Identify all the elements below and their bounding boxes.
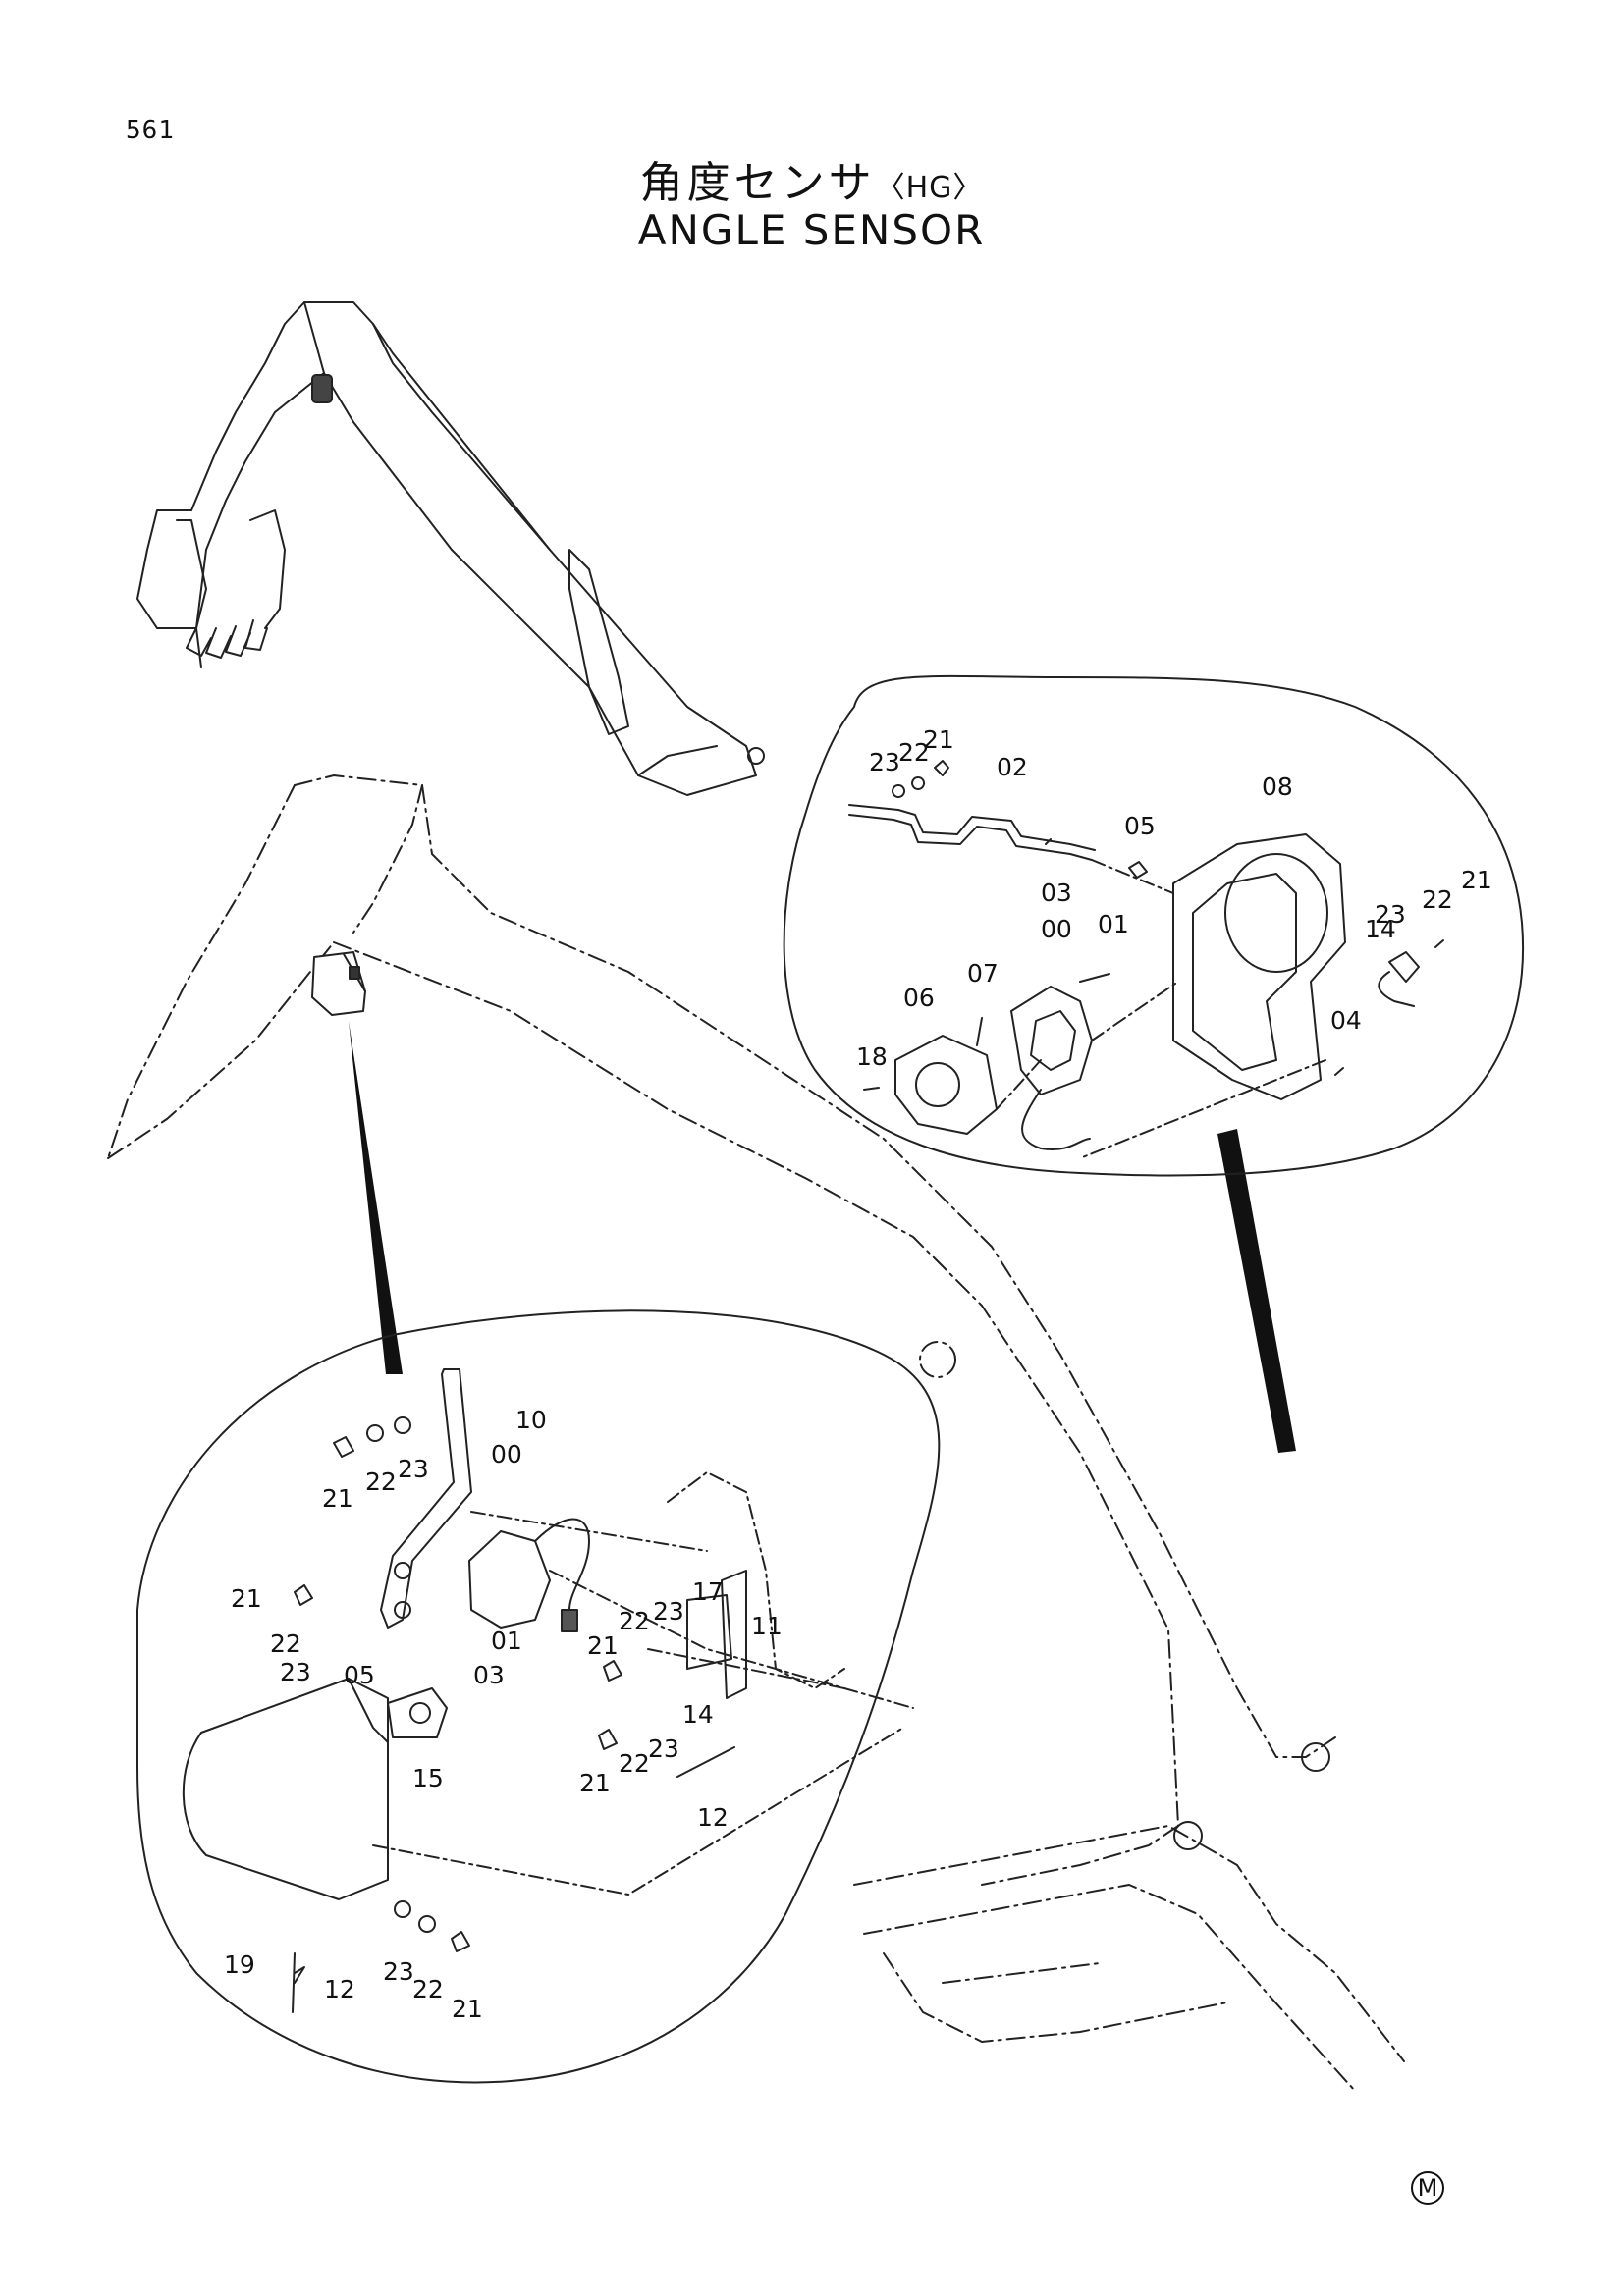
manufacturer-mark: M: [1411, 2171, 1444, 2205]
lower-callout-21: 21: [322, 1484, 353, 1513]
title-variant: 〈HG〉: [875, 171, 984, 205]
lower-callout-23: 23: [648, 1735, 679, 1763]
lower-callout-23: 23: [280, 1658, 311, 1686]
upper-callout-00: 00: [1041, 915, 1072, 943]
lower-callout-22: 22: [270, 1629, 301, 1658]
upper-callout-21: 21: [1461, 866, 1492, 894]
lower-callout-01: 01: [491, 1627, 522, 1655]
lower-callout-23: 23: [383, 1957, 414, 1986]
upper-callout-04: 04: [1330, 1006, 1362, 1035]
upper-callout-14: 14: [1365, 915, 1396, 943]
lower-callout-12: 12: [697, 1803, 729, 1832]
upper-callout-18: 18: [856, 1042, 888, 1071]
lower-callout-22: 22: [619, 1749, 650, 1778]
lower-callout-05: 05: [344, 1661, 375, 1689]
upper-callout-06: 06: [903, 984, 935, 1012]
upper-callout-01: 01: [1098, 910, 1129, 938]
sensor-housing-marker: [311, 951, 366, 1016]
lower-callout-03: 03: [473, 1661, 505, 1689]
upper-callout-22: 22: [1422, 885, 1453, 914]
lower-callout-00: 00: [491, 1440, 522, 1468]
title-jp-text: 角度センサ: [639, 158, 876, 208]
upper-callout-07: 07: [967, 959, 999, 988]
lower-callout-21: 21: [452, 1995, 483, 2023]
lower-callout-21: 21: [579, 1769, 611, 1797]
upper-callout-21: 21: [923, 725, 954, 754]
lower-callout-22: 22: [365, 1468, 397, 1496]
upper-callout-05: 05: [1124, 812, 1156, 840]
lower-callout-21: 21: [231, 1584, 262, 1613]
lower-callout-21: 21: [587, 1631, 619, 1660]
upper-callout-03: 03: [1041, 879, 1072, 907]
lower-callout-22: 22: [619, 1607, 650, 1635]
title-english: ANGLE SENSOR: [637, 206, 986, 254]
boom-large: [107, 774, 1405, 2092]
title-japanese: 角度センサ〈HG〉: [0, 147, 1623, 210]
upper-callout-23: 23: [869, 748, 900, 776]
lower-callout-15: 15: [412, 1764, 444, 1792]
upper-callout-23: 23: [1375, 900, 1406, 929]
upper-callout-02: 02: [997, 753, 1028, 781]
page-number: 561: [126, 116, 175, 145]
upper-callout-08: 08: [1262, 773, 1293, 801]
lower-detail-circle: [136, 1309, 941, 2084]
lower-callout-23: 23: [653, 1597, 684, 1626]
excavator-overview: [136, 301, 765, 796]
lower-callout-12: 12: [324, 1975, 355, 2003]
lower-callout-14: 14: [682, 1700, 714, 1729]
upper-detail-circle: [783, 674, 1525, 1177]
lower-callout-10: 10: [515, 1406, 547, 1434]
upper-callout-22: 22: [898, 738, 930, 767]
lower-callout-17: 17: [692, 1577, 724, 1606]
lower-callout-22: 22: [412, 1975, 444, 2003]
lower-callout-19: 19: [224, 1950, 255, 1979]
lower-callout-11: 11: [751, 1612, 783, 1640]
lower-callout-23: 23: [398, 1455, 429, 1483]
